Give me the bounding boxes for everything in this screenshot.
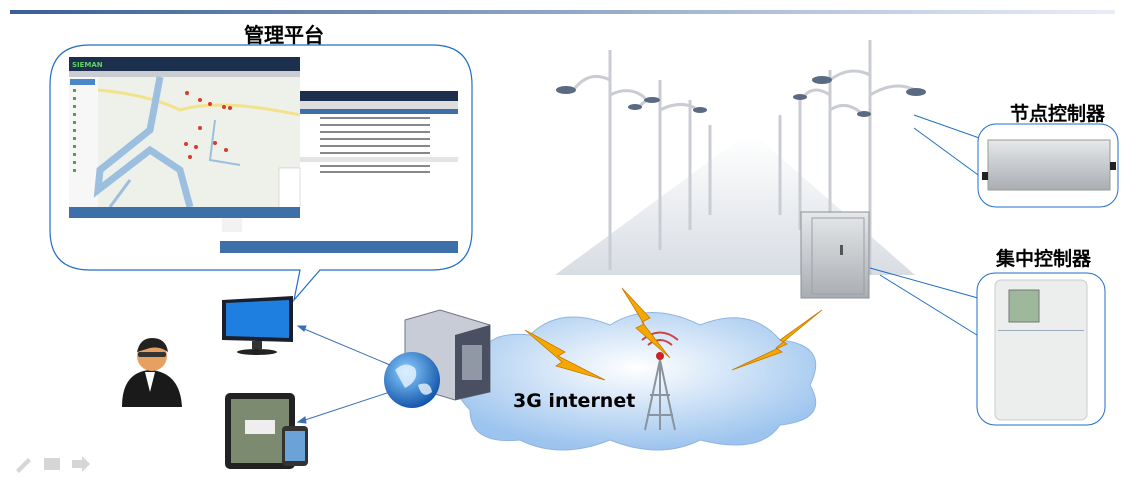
network-label: 3G internet [513,390,636,412]
node-controller-label: 节点控制器 [1010,103,1106,125]
node-controller-callout [977,123,1119,208]
central-controller-callout [976,272,1106,426]
slide-toolbar [16,456,90,473]
internet-cloud [456,312,817,451]
globe-icon [384,352,440,408]
tablet-icon [225,393,295,469]
lightning-icons [524,287,823,381]
control-cabinet [800,211,870,299]
title-bar-line [10,10,1115,14]
user-avatar-icon [122,338,182,407]
streetlights-illustration [555,40,926,275]
cell-tower-icon [641,331,679,431]
connection-arrows [296,325,391,424]
pen-icon[interactable] [16,458,31,473]
monitor-icon [222,296,293,355]
next-arrow-icon[interactable] [72,456,90,472]
smartphone-icon [282,426,308,466]
app-screenshot-map: SIEMAN [69,57,301,218]
central-controller-label: 集中控制器 [996,248,1092,270]
svg-text:SIEMAN: SIEMAN [72,61,103,69]
menu-icon[interactable] [44,458,60,470]
management-platform-label: 管理平台 [244,23,324,47]
callout-lines [869,114,986,341]
